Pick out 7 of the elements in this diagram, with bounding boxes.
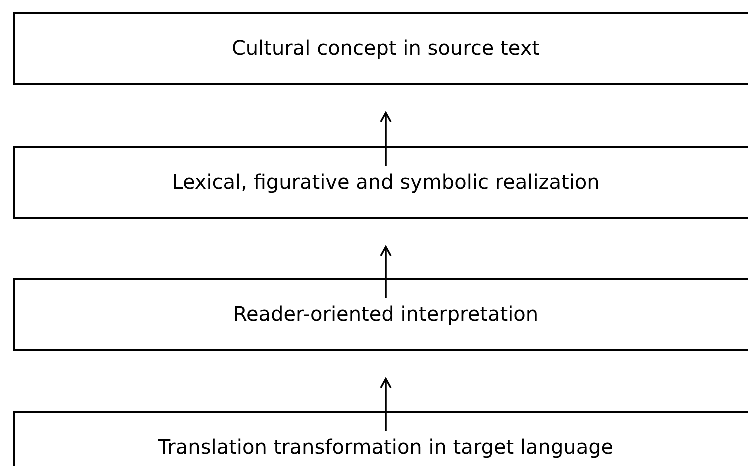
process-box	[13, 411, 748, 466]
process-box	[13, 278, 748, 351]
arrow	[380, 246, 392, 298]
arrow	[380, 378, 392, 431]
arrow	[380, 112, 392, 166]
process-box	[13, 146, 748, 219]
process-box	[13, 12, 748, 85]
